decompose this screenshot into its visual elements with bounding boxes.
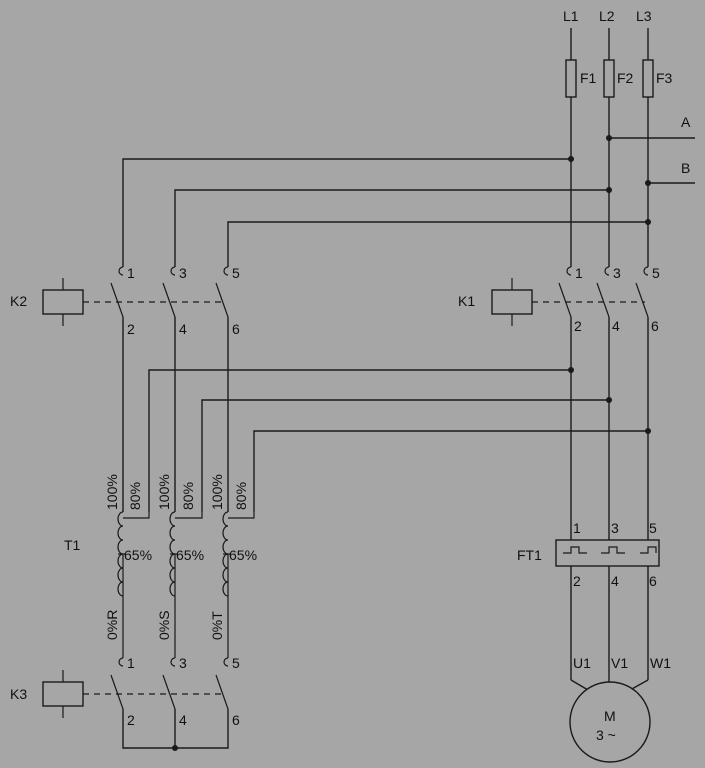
tap-65-t: 65%	[229, 547, 257, 563]
tap-100-s: 100%	[156, 474, 172, 510]
k2-terminal-3: 3	[179, 265, 187, 281]
fuse-label-f1: F1	[580, 70, 597, 86]
tap-100-t: 100%	[209, 474, 225, 510]
fuse-f2	[603, 59, 615, 98]
contactor-k2	[42, 266, 229, 512]
k1-terminal-6: 6	[651, 318, 659, 334]
tap-80-t: 80%	[233, 482, 249, 510]
tap-80-feeders	[148, 367, 651, 512]
tap-80-r: 80%	[127, 482, 143, 510]
transformer-label: T1	[64, 537, 81, 553]
fuse-label-f3: F3	[656, 70, 673, 86]
k3-terminal-6: 6	[232, 712, 240, 728]
tap-label-a: A	[681, 114, 691, 130]
k1-terminal-4: 4	[612, 318, 620, 334]
k2-terminal-2: 2	[127, 321, 135, 337]
k3-terminal-1: 1	[127, 655, 135, 671]
motor-phase-label: 3 ~	[596, 727, 616, 743]
fuse-f3	[642, 59, 654, 98]
line-label-l3: L3	[636, 8, 652, 24]
ft1-terminal-2: 2	[573, 573, 581, 589]
ft1-terminal-1: 1	[573, 520, 581, 536]
k1-terminal-5: 5	[652, 265, 660, 281]
transformer-t1	[117, 511, 255, 658]
overload-label: FT1	[517, 547, 542, 563]
motor-symbol	[569, 681, 651, 763]
k2-terminal-1: 1	[127, 265, 135, 281]
fuse-label-f2: F2	[617, 70, 634, 86]
tap-80-s: 80%	[180, 482, 196, 510]
k3-terminal-4: 4	[179, 712, 187, 728]
line-label-l1: L1	[563, 8, 579, 24]
k3-label: K3	[10, 686, 27, 702]
ft1-terminal-6: 6	[649, 573, 657, 589]
motor	[569, 679, 651, 763]
supply-lines	[565, 28, 654, 267]
phase-label-r: 0%R	[104, 610, 120, 640]
k2-coil	[42, 289, 84, 315]
k3-terminal-5: 5	[232, 655, 240, 671]
k1-coil	[491, 289, 533, 315]
motor-label: M	[604, 708, 616, 724]
overload-relay-ft1	[555, 520, 660, 684]
contactor-k1	[491, 266, 649, 520]
k1-terminal-3: 3	[613, 265, 621, 281]
k1-terminal-2: 2	[574, 318, 582, 334]
k3-terminal-2: 2	[127, 712, 135, 728]
motor-terminal-w1: W1	[650, 655, 671, 671]
k1-terminal-1: 1	[575, 265, 583, 281]
k1-label: K1	[458, 293, 475, 309]
motor-terminal-u1: U1	[573, 655, 591, 671]
ft1-terminal-4: 4	[611, 573, 619, 589]
k3-terminal-3: 3	[179, 655, 187, 671]
phase-label-t: 0%T	[209, 611, 225, 640]
k2-terminal-6: 6	[232, 321, 240, 337]
fuse-f1	[565, 59, 577, 98]
k2-feeders	[122, 156, 651, 267]
k2-terminal-4: 4	[179, 321, 187, 337]
motor-terminal-v1: V1	[611, 655, 628, 671]
contactor-k3	[42, 657, 229, 751]
k2-terminal-5: 5	[232, 265, 240, 281]
tap-label-b: B	[681, 160, 690, 176]
tap-65-r: 65%	[124, 547, 152, 563]
ft1-terminal-3: 3	[611, 520, 619, 536]
ft1-terminal-5: 5	[649, 520, 657, 536]
k3-coil	[42, 681, 84, 707]
line-label-l2: L2	[599, 8, 615, 24]
tap-100-r: 100%	[104, 474, 120, 510]
k2-label: K2	[10, 293, 27, 309]
tap-65-s: 65%	[176, 547, 204, 563]
phase-label-s: 0%S	[156, 610, 172, 640]
